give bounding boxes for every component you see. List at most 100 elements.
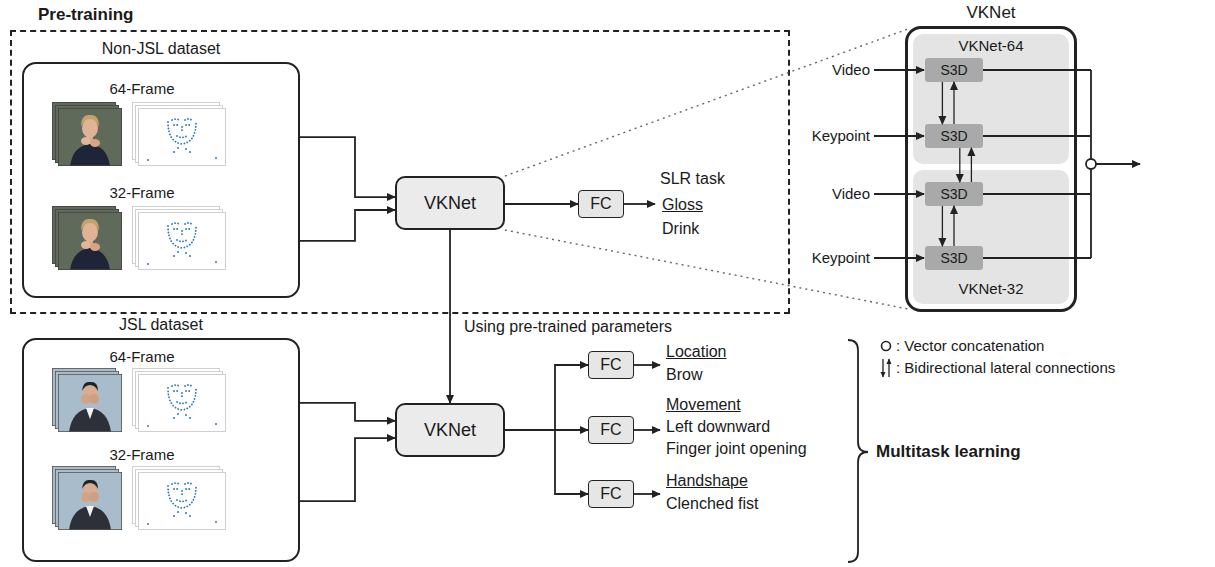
output-heading: Handshape — [666, 472, 748, 490]
s3d-block: S3D — [925, 58, 983, 82]
text-holder: Location — [666, 343, 727, 361]
text-holder: JSL dataset — [24, 316, 298, 334]
output-heading: Movement — [666, 396, 741, 414]
legend-entry: : Bidirectional lateral connections — [896, 359, 1115, 376]
zoom-guide-line — [505, 29, 908, 176]
connector-arrow — [505, 203, 578, 205]
dataset-panel: Non-JSL dataset64-Frame32-Frame — [22, 62, 300, 298]
text-holder: Video — [832, 61, 870, 78]
keypoint-frame-stack — [133, 103, 226, 530]
legend-text: : Bidirectional lateral connections — [896, 359, 1115, 376]
text-holder: Keypoint — [812, 127, 870, 144]
text-holder: Brow — [666, 366, 702, 384]
frame-label: 64-Frame — [24, 80, 260, 97]
frame-label: 32-Frame — [24, 446, 260, 463]
concatenation-symbol — [1086, 159, 1096, 169]
text-holder: Left downward — [666, 418, 770, 436]
output-value: Drink — [662, 220, 699, 238]
connector-arrow — [505, 429, 588, 431]
node-heading: Non-JSL dataset — [24, 40, 298, 58]
node-label: FC — [600, 485, 621, 503]
node-label: S3D — [940, 250, 967, 266]
s3d-block: S3D — [925, 246, 983, 270]
output-heading: Location — [666, 343, 727, 361]
text-holder: VKNet-64 — [913, 37, 1069, 54]
text-holder: VKNet — [908, 3, 1074, 23]
text-holder: 32-Frame — [24, 446, 260, 463]
legend-entry: : Vector concatenation — [896, 337, 1044, 354]
fc-layer: FC — [588, 416, 634, 444]
connector-arrow — [300, 438, 395, 501]
text-holder: Multitask learning — [876, 442, 1021, 462]
model-box: VKNet — [395, 403, 505, 457]
connector-arrow — [505, 430, 588, 494]
text-holder: 64-Frame — [24, 348, 260, 365]
output-heading: Gloss — [662, 196, 703, 214]
node-heading: VKNet-64 — [913, 37, 1069, 54]
text-holder: Clenched fist — [666, 495, 759, 513]
fc-layer: FC — [588, 480, 634, 508]
text-holder: Pre-training — [38, 5, 133, 25]
legend-text: : Vector concatenation — [896, 337, 1044, 354]
text-holder: Keypoint — [812, 249, 870, 266]
task-name: SLR task — [660, 170, 725, 188]
input-name: Video — [832, 61, 870, 78]
zoom-guide-line — [505, 230, 908, 309]
text-holder: Handshape — [666, 472, 748, 490]
node-label: S3D — [940, 128, 967, 144]
text-holder: Gloss — [662, 196, 703, 214]
text-holder: Finger joint opening — [666, 440, 807, 458]
video-frame-stack — [52, 102, 122, 530]
legend-lateral-symbol — [883, 359, 889, 377]
output-value: Clenched fist — [666, 495, 759, 513]
s3d-block: S3D — [925, 124, 983, 148]
connector-arrow — [971, 148, 972, 182]
connector-arrow — [942, 206, 943, 246]
frame-label: 64-Frame — [24, 348, 260, 365]
text-holder: Non-JSL dataset — [24, 40, 298, 58]
group-title: Multitask learning — [876, 442, 1021, 462]
dataset-panel: JSL dataset64-Frame32-Frame — [22, 338, 300, 562]
node-heading: Pre-training — [38, 5, 133, 25]
text-holder: 64-Frame — [24, 80, 260, 97]
text-holder: Using pre-trained parameters — [462, 318, 674, 336]
node-label: FC — [600, 356, 621, 374]
concatenation-wires — [983, 70, 1091, 258]
branch-group: VKNet-64S3D S3D — [913, 34, 1069, 164]
connector-arrow — [942, 82, 943, 124]
input-arrow — [874, 70, 1140, 258]
connector-arrow — [953, 82, 954, 124]
fc-layer: FC — [578, 190, 624, 218]
connector-arrow — [300, 210, 395, 241]
model-detail-panel: VKNetVKNet-64S3DS3DVKNet-32S3DS3D — [905, 26, 1077, 312]
connector-arrow — [300, 137, 395, 197]
model-box: VKNet — [395, 176, 505, 230]
connector-arrow — [953, 206, 954, 246]
node-heading: JSL dataset — [24, 316, 298, 334]
node-label: VKNet — [424, 420, 476, 441]
output-value: Finger joint opening — [666, 440, 807, 458]
node-label: FC — [590, 195, 611, 213]
connector-arrow — [449, 230, 451, 403]
edge-label: Using pre-trained parameters — [462, 318, 674, 336]
connector-arrow — [959, 148, 960, 182]
input-name: Keypoint — [812, 249, 870, 266]
node-label: VKNet — [424, 193, 476, 214]
input-name: Keypoint — [812, 127, 870, 144]
connector-arrow — [300, 403, 395, 421]
node-label: S3D — [940, 186, 967, 202]
text-holder: Drink — [662, 220, 699, 238]
text-holder: Movement — [666, 396, 741, 414]
output-value: Left downward — [666, 418, 770, 436]
node-label: FC — [600, 421, 621, 439]
branch-group: VKNet-32 S3D S3D — [913, 170, 1069, 304]
node-heading: VKNet — [908, 3, 1074, 23]
s3d-block: S3D — [925, 182, 983, 206]
node-heading: VKNet-32 — [913, 280, 1069, 297]
output-value: Brow — [666, 366, 702, 384]
text-holder: SLR task — [660, 170, 725, 188]
fc-layer: FC — [588, 351, 634, 379]
